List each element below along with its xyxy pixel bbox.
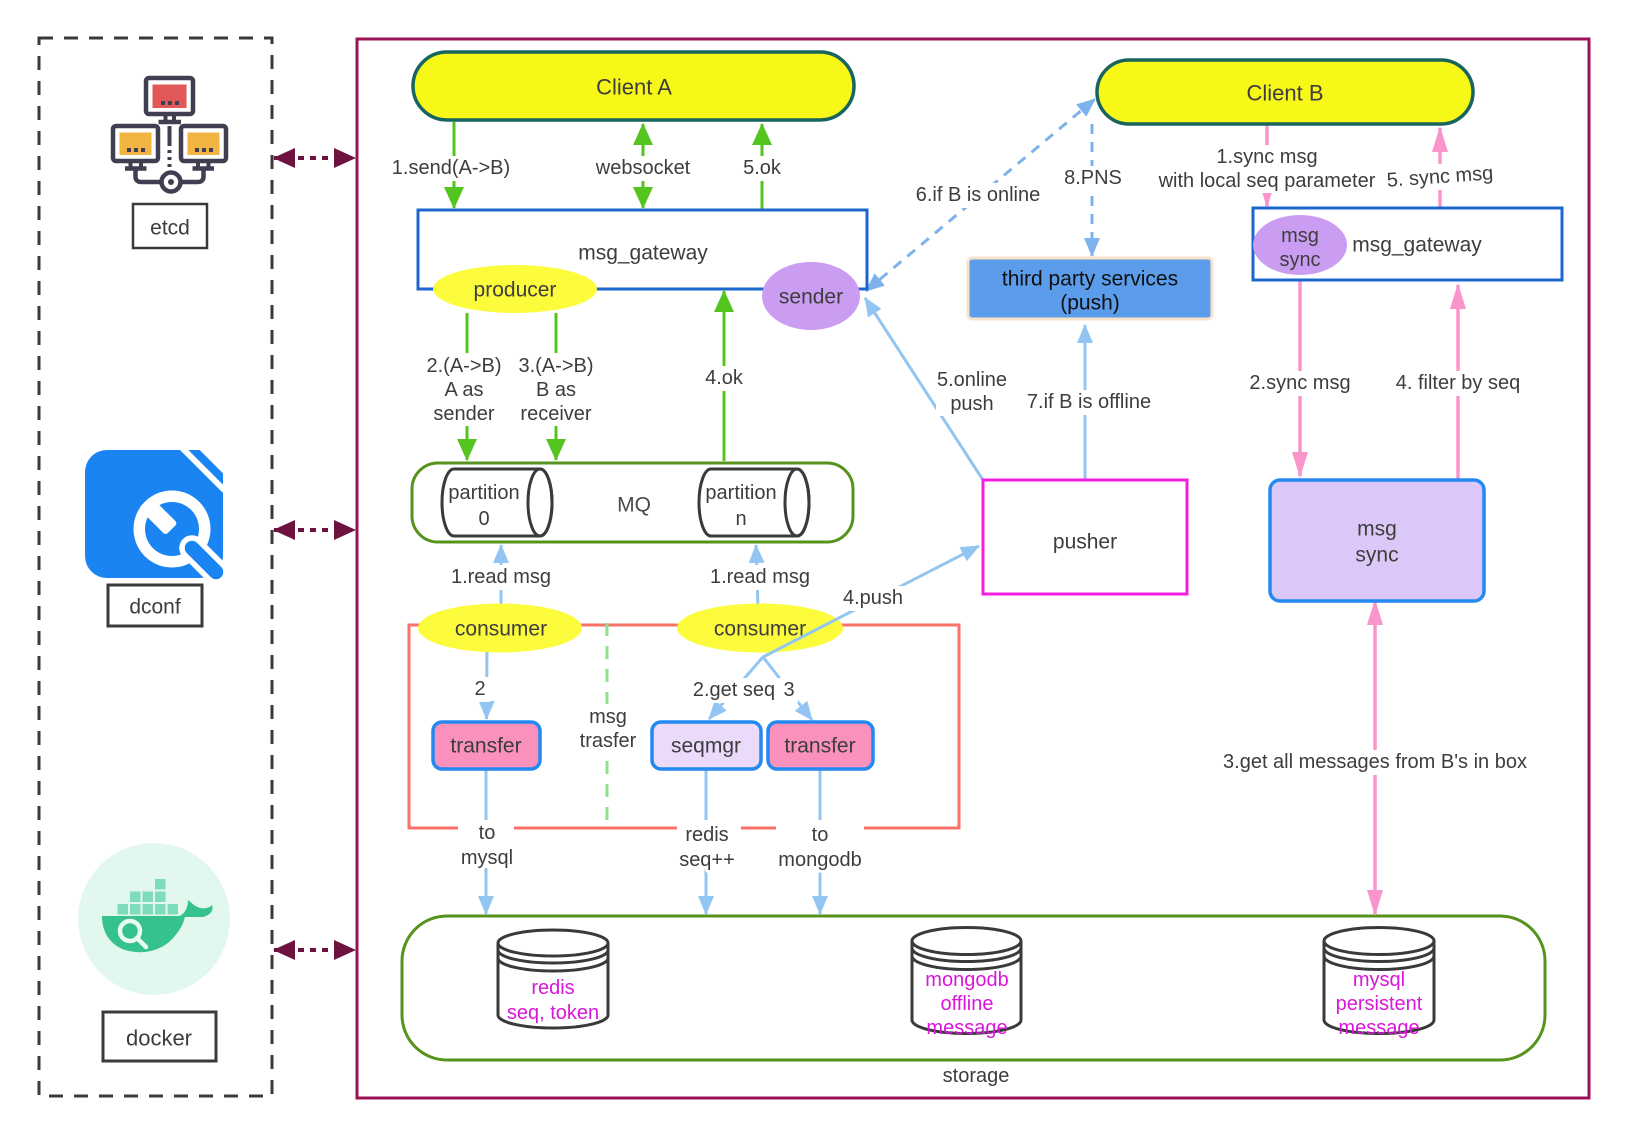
svg-text:seq++: seq++: [679, 849, 735, 871]
svg-text:seqmgr: seqmgr: [671, 735, 741, 758]
svg-text:3.(A->B): 3.(A->B): [518, 355, 593, 377]
svg-text:Client B: Client B: [1246, 81, 1323, 106]
svg-text:offline: offline: [940, 993, 993, 1015]
svg-text:push: push: [950, 393, 993, 415]
svg-text:5.online: 5.online: [937, 369, 1007, 391]
svg-text:storage: storage: [943, 1065, 1010, 1087]
svg-text:1.read msg: 1.read msg: [710, 566, 810, 588]
svg-text:8.PNS: 8.PNS: [1064, 167, 1122, 189]
svg-text:to: to: [479, 822, 496, 844]
svg-text:receiver: receiver: [520, 403, 591, 425]
svg-text:websocket: websocket: [595, 157, 691, 179]
svg-text:msg: msg: [589, 706, 627, 728]
svg-text:6.if B is online: 6.if B is online: [916, 184, 1041, 206]
svg-text:4. filter by seq: 4. filter by seq: [1396, 372, 1521, 394]
svg-text:3.get all messages from B's in: 3.get all messages from B's in box: [1223, 751, 1527, 773]
svg-text:producer: producer: [474, 279, 557, 302]
svg-text:docker: docker: [126, 1026, 192, 1051]
svg-text:B as: B as: [536, 379, 576, 401]
svg-text:2.sync msg: 2.sync msg: [1249, 372, 1350, 394]
svg-text:1.send(A->B): 1.send(A->B): [392, 157, 510, 179]
svg-text:msg_gateway: msg_gateway: [578, 242, 708, 265]
svg-text:partition: partition: [448, 482, 519, 504]
svg-text:1.read msg: 1.read msg: [451, 566, 551, 588]
svg-text:2.get seq: 2.get seq: [693, 679, 775, 701]
svg-text:pusher: pusher: [1053, 531, 1117, 554]
svg-text:seq, token: seq, token: [507, 1002, 599, 1024]
svg-text:mongodb: mongodb: [778, 849, 861, 871]
svg-text:7.if B is offline: 7.if B is offline: [1027, 391, 1151, 413]
svg-text:sender: sender: [433, 403, 494, 425]
svg-text:A as: A as: [445, 379, 484, 401]
svg-text:consumer: consumer: [714, 618, 806, 641]
svg-text:etcd: etcd: [150, 217, 190, 240]
svg-text:trasfer: trasfer: [580, 730, 637, 752]
svg-text:sync: sync: [1279, 249, 1320, 271]
svg-text:redis: redis: [685, 824, 728, 846]
svg-text:redis: redis: [531, 977, 574, 999]
svg-text:dconf: dconf: [129, 596, 181, 619]
svg-text:msg_gateway: msg_gateway: [1352, 234, 1482, 257]
svg-text:transfer: transfer: [450, 735, 521, 758]
svg-text:mysql: mysql: [1353, 969, 1405, 991]
svg-text:to: to: [812, 824, 829, 846]
svg-text:n: n: [735, 508, 746, 530]
svg-text:consumer: consumer: [455, 618, 547, 641]
svg-text:4.push: 4.push: [843, 587, 903, 609]
svg-text:2.(A->B): 2.(A->B): [426, 355, 501, 377]
svg-text:transfer: transfer: [784, 735, 855, 758]
svg-text:partition: partition: [705, 482, 776, 504]
svg-text:with local seq parameter: with local seq parameter: [1158, 170, 1376, 192]
svg-text:0: 0: [478, 508, 489, 530]
svg-text:(push): (push): [1060, 292, 1120, 315]
svg-text:message: message: [1338, 1017, 1419, 1039]
svg-text:msg: msg: [1281, 225, 1319, 247]
svg-text:mysql: mysql: [461, 847, 513, 869]
svg-text:sender: sender: [779, 286, 843, 309]
svg-text:5.ok: 5.ok: [743, 157, 782, 179]
svg-text:MQ: MQ: [617, 494, 651, 517]
svg-text:persistent: persistent: [1336, 993, 1423, 1015]
svg-text:sync: sync: [1355, 544, 1398, 567]
svg-text:4.ok: 4.ok: [705, 367, 744, 389]
svg-text:Client A: Client A: [596, 75, 672, 100]
svg-text:message: message: [926, 1017, 1007, 1039]
svg-text:third party services: third party services: [1002, 268, 1178, 291]
svg-text:3: 3: [783, 679, 794, 701]
svg-text:2: 2: [474, 678, 485, 700]
svg-text:msg: msg: [1357, 518, 1397, 541]
svg-text:1.sync msg: 1.sync msg: [1216, 146, 1317, 168]
svg-text:mongodb: mongodb: [925, 969, 1008, 991]
